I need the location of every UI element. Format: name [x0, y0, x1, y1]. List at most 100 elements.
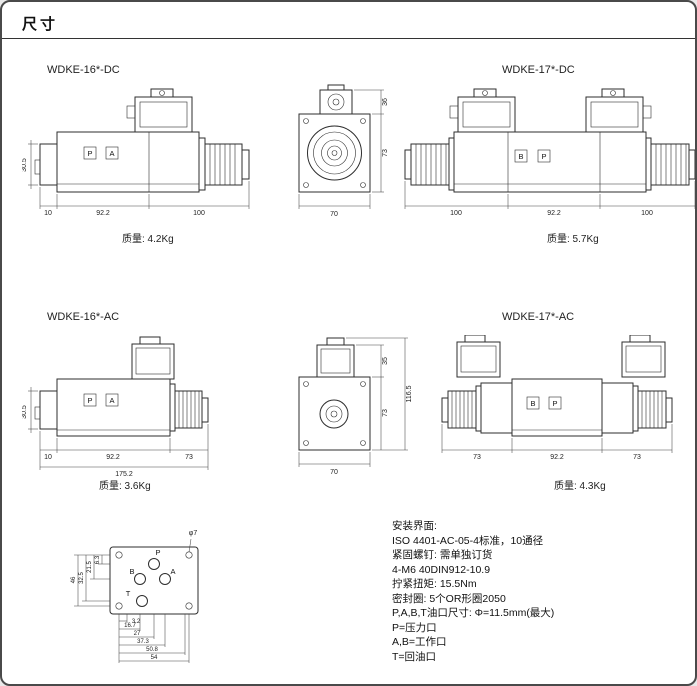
- dc16-dim-height: 30.5: [22, 158, 28, 172]
- ac17-dim-seg3: 73: [633, 454, 641, 461]
- mounting-bottom-dimension-lines: [118, 614, 190, 663]
- ac17-dim-seg2: 92.2: [550, 454, 564, 461]
- ac-front-block: 35 73 116.5 70: [292, 335, 424, 490]
- dc17-port2-label: P: [541, 152, 546, 161]
- dc-front-view: 36 73 70: [298, 84, 389, 218]
- ac-front-dimension-lines: [298, 337, 408, 467]
- ac16-weight: 质量: 3.6Kg: [99, 481, 151, 492]
- dc17-side-view: B P 100 92: [404, 88, 695, 217]
- dc17-connector-left: [449, 88, 516, 133]
- dc16-valve-body: P A: [34, 131, 200, 193]
- dc-front-plug: [319, 84, 353, 115]
- mounting-port-labels: P B A T: [126, 548, 176, 598]
- dc17-weight: 质量: 5.7Kg: [547, 234, 599, 245]
- ac17-left-solenoid-end: [441, 382, 513, 434]
- ac16-title: WDKE-16*-AC: [47, 311, 120, 323]
- mounting-bottom-dim-4: 50.8: [146, 647, 158, 653]
- mounting-bottom-dim-1: 16.7: [124, 623, 136, 629]
- dc-front-dimension-lines: [298, 89, 384, 209]
- ac16-port2-label: A: [109, 396, 114, 405]
- mounting-hole-callout: [188, 538, 192, 553]
- ac17-right-solenoid-end: [601, 382, 673, 434]
- ac-front-junction-box: [316, 337, 355, 378]
- ac16-solenoid-end: [169, 383, 209, 432]
- ac17-port1-label: B: [530, 399, 535, 408]
- ac17-drawing-block: WDKE-17*-AC: [432, 307, 695, 507]
- ac16-dim-seg2: 92.2: [106, 454, 120, 461]
- ac16-connector: [131, 336, 175, 380]
- ac16-side-view: P A: [22, 336, 209, 478]
- mounting-left-dimension-lines: [74, 554, 110, 607]
- spec-line-p-port: P=压力口: [392, 621, 437, 634]
- mounting-hole-dia: φ7: [189, 530, 198, 537]
- dc17-valve-body: B P: [453, 131, 647, 193]
- ac-front-dim-width: 70: [330, 469, 338, 476]
- dc16-port1-label: P: [87, 149, 92, 158]
- dc16-dimension-lines: [28, 140, 250, 209]
- ac16-dim-height: 30.5: [22, 405, 28, 419]
- ac-front-dim-overall: 116.5: [406, 385, 413, 402]
- dc17-left-solenoid-end: [404, 137, 455, 191]
- ac-front-dim-top: 35: [382, 357, 389, 365]
- dc16-connector: [126, 88, 193, 133]
- spec-line-heading: 安装界面:: [392, 520, 437, 532]
- dc-front-dim-width: 70: [330, 211, 338, 218]
- mounting-left-dim-0: 6.3: [95, 555, 101, 564]
- dc17-drawing-block: WDKE-17*-DC: [400, 60, 695, 255]
- ac17-dimension-lines: [441, 424, 673, 453]
- mounting-bottom-dim-5: 54: [151, 655, 158, 661]
- page-title: 尺寸: [22, 16, 59, 33]
- ac16-dim-seg3: 73: [185, 454, 193, 461]
- ac16-valve-body: P A: [34, 378, 171, 437]
- ac16-drawing-block: WDKE-16*-AC P A: [22, 307, 292, 507]
- ac17-side-view: B P 73 92.: [441, 335, 673, 461]
- mounting-left-dim-2: 32.5: [79, 572, 85, 584]
- ac-front-view: 35 73 116.5 70: [298, 337, 413, 476]
- dc-front-dim-top: 36: [382, 98, 389, 106]
- ac17-port2-label: P: [552, 399, 557, 408]
- ac17-title: WDKE-17*-AC: [502, 311, 575, 323]
- ac17-connector-right: [621, 335, 666, 378]
- dc16-dim-seg1: 10: [44, 210, 52, 217]
- dc17-dim-seg1: 100: [450, 210, 462, 217]
- ac16-dim-total: 175.2: [115, 471, 133, 478]
- ac16-dimension-lines: [28, 387, 209, 470]
- dc17-title: WDKE-17*-DC: [502, 64, 575, 76]
- mounting-bottom-dim-0: 3.2: [132, 619, 141, 625]
- mounting-drawing-block: P B A T φ7 6.3 21.5 32.5: [57, 522, 267, 684]
- header-divider: [2, 38, 695, 39]
- ac16-port1-label: P: [87, 396, 92, 405]
- mounting-plate: [109, 546, 199, 615]
- mounting-bottom-dim-2: 27: [134, 631, 141, 637]
- ac17-connector-left: [456, 335, 501, 378]
- spec-line-torque: 拧紧扭矩: 15.5Nm: [392, 578, 477, 590]
- mounting-specs: 安装界面: ISO 4401-AC-05-4标准，10通径 紧固螺钉: 需单独订…: [392, 519, 554, 664]
- mounting-bottom-dim-3: 37.3: [137, 639, 149, 645]
- ac17-weight: 质量: 4.3Kg: [554, 481, 606, 492]
- dc16-port2-label: A: [109, 149, 114, 158]
- dc17-dim-seg3: 100: [641, 210, 653, 217]
- dc-front-body: [298, 113, 371, 193]
- ac16-dim-seg1: 10: [44, 454, 52, 461]
- mounting-port-t-label: T: [126, 589, 131, 598]
- dc16-solenoid-end: [198, 137, 250, 191]
- mounting-port-p-label: P: [155, 548, 160, 557]
- spec-line-ab-ports: A,B=工作口: [392, 636, 447, 648]
- mounting-port-b-label: B: [129, 567, 134, 576]
- mounting-left-dim-3: 46: [71, 576, 77, 583]
- dc17-connector-right: [585, 88, 652, 133]
- dc17-dim-seg2: 92.2: [547, 210, 561, 217]
- ac-front-body: [298, 376, 371, 451]
- ac17-dim-seg1: 73: [473, 454, 481, 461]
- dc16-drawing-block: WDKE-16*-DC P A: [22, 60, 292, 255]
- dc16-title: WDKE-16*-DC: [47, 64, 120, 76]
- dc-front-dim-height: 73: [382, 149, 389, 157]
- spec-line-port-size: P,A,B,T油口尺寸: Φ=11.5mm(最大): [392, 607, 555, 619]
- spec-line-standard: ISO 4401-AC-05-4标准，10通径: [392, 534, 544, 547]
- dc16-dim-seg2: 92.2: [96, 210, 110, 217]
- dc-front-block: 36 73 70: [292, 82, 402, 232]
- ac17-valve-body: B P: [511, 378, 603, 437]
- ac-front-dim-height: 73: [382, 409, 389, 417]
- mounting-pattern-view: P B A T φ7 6.3 21.5 32.5: [71, 530, 199, 663]
